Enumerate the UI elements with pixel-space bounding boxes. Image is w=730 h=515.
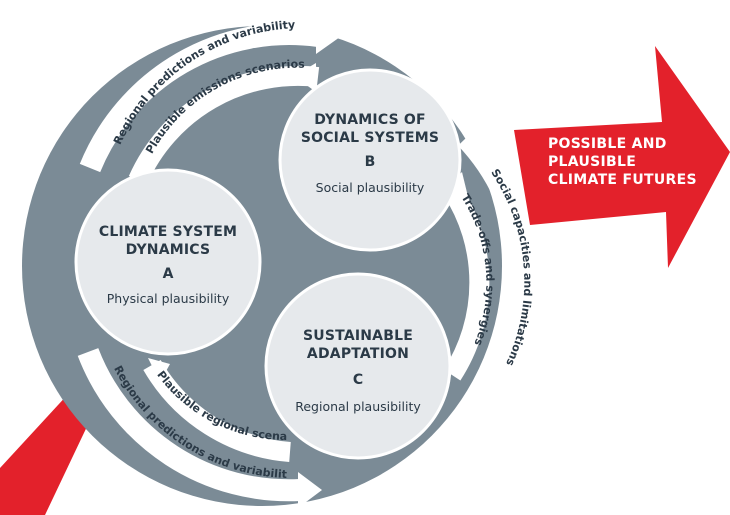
node-c: SUSTAINABLE ADAPTATION C Regional plausi… bbox=[264, 272, 452, 460]
outcome-label: POSSIBLE AND PLAUSIBLE CLIMATE FUTURES bbox=[548, 136, 697, 188]
node-a-subtitle: Physical plausibility bbox=[107, 291, 230, 306]
outcome-line-2: PLAUSIBLE bbox=[548, 154, 636, 170]
node-c-letter: C bbox=[353, 372, 363, 388]
node-a-title-2: DYNAMICS bbox=[126, 242, 211, 258]
node-a-title-1: CLIMATE SYSTEM bbox=[99, 224, 237, 240]
node-b-subtitle: Social plausibility bbox=[316, 180, 425, 195]
node-b: DYNAMICS OF SOCIAL SYSTEMS B Social plau… bbox=[278, 68, 462, 252]
node-b-letter: B bbox=[365, 154, 376, 170]
node-b-title-1: DYNAMICS OF bbox=[314, 112, 426, 128]
node-a: CLIMATE SYSTEM DYNAMICS A Physical plaus… bbox=[74, 168, 262, 356]
outcome-line-3: CLIMATE FUTURES bbox=[548, 172, 697, 188]
outcome-red-arrow bbox=[514, 46, 730, 268]
input-red-arrow bbox=[0, 392, 92, 515]
node-a-letter: A bbox=[163, 266, 174, 282]
arrow-bands bbox=[77, 23, 534, 502]
node-c-title-2: ADAPTATION bbox=[307, 346, 409, 362]
node-c-subtitle: Regional plausibility bbox=[295, 399, 421, 414]
outcome-line-1: POSSIBLE AND bbox=[548, 136, 667, 152]
node-b-title-2: SOCIAL SYSTEMS bbox=[301, 130, 439, 146]
node-c-title-1: SUSTAINABLE bbox=[303, 328, 413, 344]
